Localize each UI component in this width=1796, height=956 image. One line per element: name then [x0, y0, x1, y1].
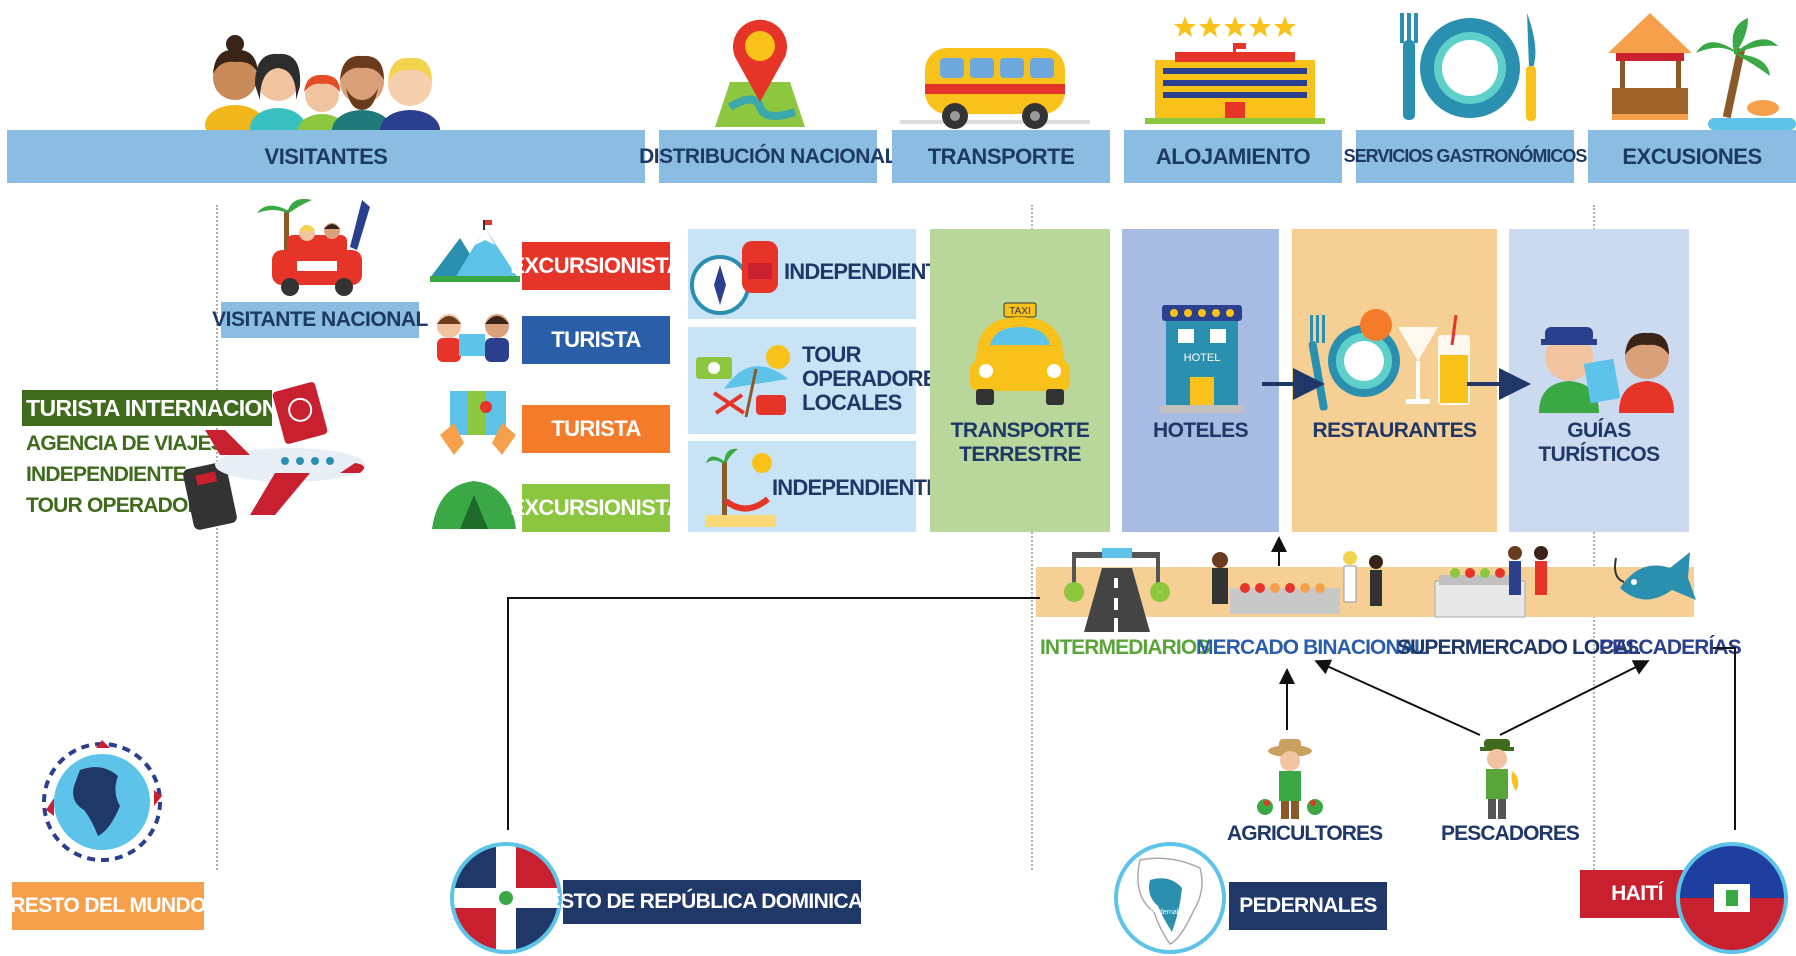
producer-pescadores: PESCADORES [1441, 822, 1580, 845]
hotel-sign-text: HOTEL [1184, 352, 1221, 364]
hotel-building-icon [1145, 16, 1325, 124]
header-visitantes: VISITANTES [7, 130, 645, 183]
beach-money-icon [696, 345, 790, 418]
market-supermercado-local: SUPERMERCADO LOCAL [1397, 636, 1641, 659]
fisherman-icon [1480, 739, 1519, 819]
distribucion-item-3-label: INDEPENDIENTE [772, 475, 941, 500]
region-resto-republica-dominicana: RESTO DE REPÚBLICA DOMINICANA [532, 880, 892, 924]
taxi-icon: TAXI [970, 302, 1070, 405]
hotel-sign-icon: HOTEL [1160, 305, 1244, 413]
taxi-sign-text: TAXI [1009, 306, 1030, 317]
map-hands-icon [440, 391, 516, 455]
separator-1 [216, 205, 218, 870]
road-gate-icon [1064, 548, 1170, 632]
haiti-flag-icon [1676, 842, 1788, 954]
plate-cutlery-icon [1400, 13, 1536, 121]
market-pescaderias: PESCADERÍAS [1599, 636, 1742, 659]
transporte-label-1: TRANSPORTE [950, 419, 1090, 442]
visitante-nacional-label: VISITANTE NACIONAL [212, 302, 428, 338]
distribucion-item-2-line-3: LOCALES [802, 390, 902, 415]
internacional-line-1: AGENCIA DE VIAJES [26, 432, 225, 455]
header-transporte: TRANSPORTE [892, 130, 1110, 183]
supermarket-icon [1434, 546, 1548, 618]
visitor-type-excursionista-2: EXCURSIONISTA [510, 484, 682, 532]
header-alojamiento: ALOJAMIENTO [1124, 130, 1342, 183]
distribucion-item-3: INDEPENDIENTE [688, 441, 941, 532]
visitor-type-excursionista-1: EXCURSIONISTA [510, 242, 682, 290]
panel-transporte: TAXI TRANSPORTE TERRESTRE [930, 229, 1110, 532]
visitor-type-turista-2: TURISTA [522, 405, 670, 453]
compass-backpack-icon [690, 241, 778, 315]
header-distribucion-nacional: DISTRIBUCIÓN NACIONAL [639, 130, 897, 183]
bus-icon [900, 48, 1090, 129]
pedernales-map-text: Pedernales [1150, 909, 1186, 916]
visitor-type-turista-1: TURISTA [522, 316, 670, 364]
header-excursiones: EXCUSIONES [1588, 130, 1796, 183]
panel-guias: GUÍAS TURÍSTICOS [1509, 229, 1689, 532]
markets-strip [1036, 567, 1694, 617]
location-pin-icon [715, 19, 805, 127]
distribucion-item-1-label: INDEPENDIENTE [784, 259, 953, 284]
farmer-icon [1257, 739, 1323, 819]
pedernales-map-icon: Pedernales [1114, 842, 1226, 954]
tent-icon [432, 481, 516, 529]
separator-2 [1031, 205, 1033, 870]
couple-map-icon [437, 314, 509, 362]
producer-agricultores: AGRICULTORES [1227, 822, 1383, 845]
panel-restaurantes: RESTAURANTES [1292, 229, 1497, 532]
passport-icon [272, 382, 328, 444]
region-resto-del-mundo: RESTO DEL MUNDO [10, 882, 206, 930]
header-servicios-gastronomicos: SERVICIOS GASTRONÓMICOS [1344, 130, 1587, 183]
region-haiti: HAITÍ [1580, 870, 1694, 918]
market-stall-icon [1212, 551, 1383, 614]
airplane-luggage-icon [183, 430, 365, 530]
market-mercado-binacional: MERCADO BINACIONAL [1196, 636, 1427, 659]
hoteles-label: HOTELES [1153, 419, 1249, 442]
region-pedernales: PEDERNALES [1229, 882, 1387, 930]
market-intermediarios: INTERMEDIARIOS [1040, 636, 1210, 659]
distribucion-item-2-line-1: TOUR [802, 342, 862, 367]
distribucion-item-2-line-2: OPERADORES [802, 366, 951, 391]
dominican-flag-icon [450, 842, 562, 954]
mountain-icon [430, 220, 520, 282]
fish-icon [1614, 552, 1696, 600]
restaurantes-label: RESTAURANTES [1312, 419, 1478, 442]
car-palm-icon [257, 198, 370, 296]
panel-hoteles: HOTEL HOTELES [1122, 229, 1279, 532]
internacional-line-3: TOUR OPERADORES [26, 494, 229, 517]
tour-guide-icon [1539, 327, 1674, 413]
palm-hammock-icon [706, 448, 776, 527]
guias-label: GUÍAS TURÍSTICOS [1538, 419, 1660, 466]
internacional-line-2: INDEPENDIENTE [26, 463, 187, 486]
distribucion-item-2: TOUR OPERADORES LOCALES [688, 327, 951, 434]
globe-icon [42, 740, 162, 862]
turista-internacional-label: TURISTA INTERNACIONAL [22, 390, 308, 426]
distribucion-item-1: INDEPENDIENTE [688, 229, 953, 319]
transporte-label-2: TERRESTRE [959, 443, 1081, 466]
beach-hut-icon [1608, 13, 1796, 130]
separator-3 [1593, 205, 1595, 870]
